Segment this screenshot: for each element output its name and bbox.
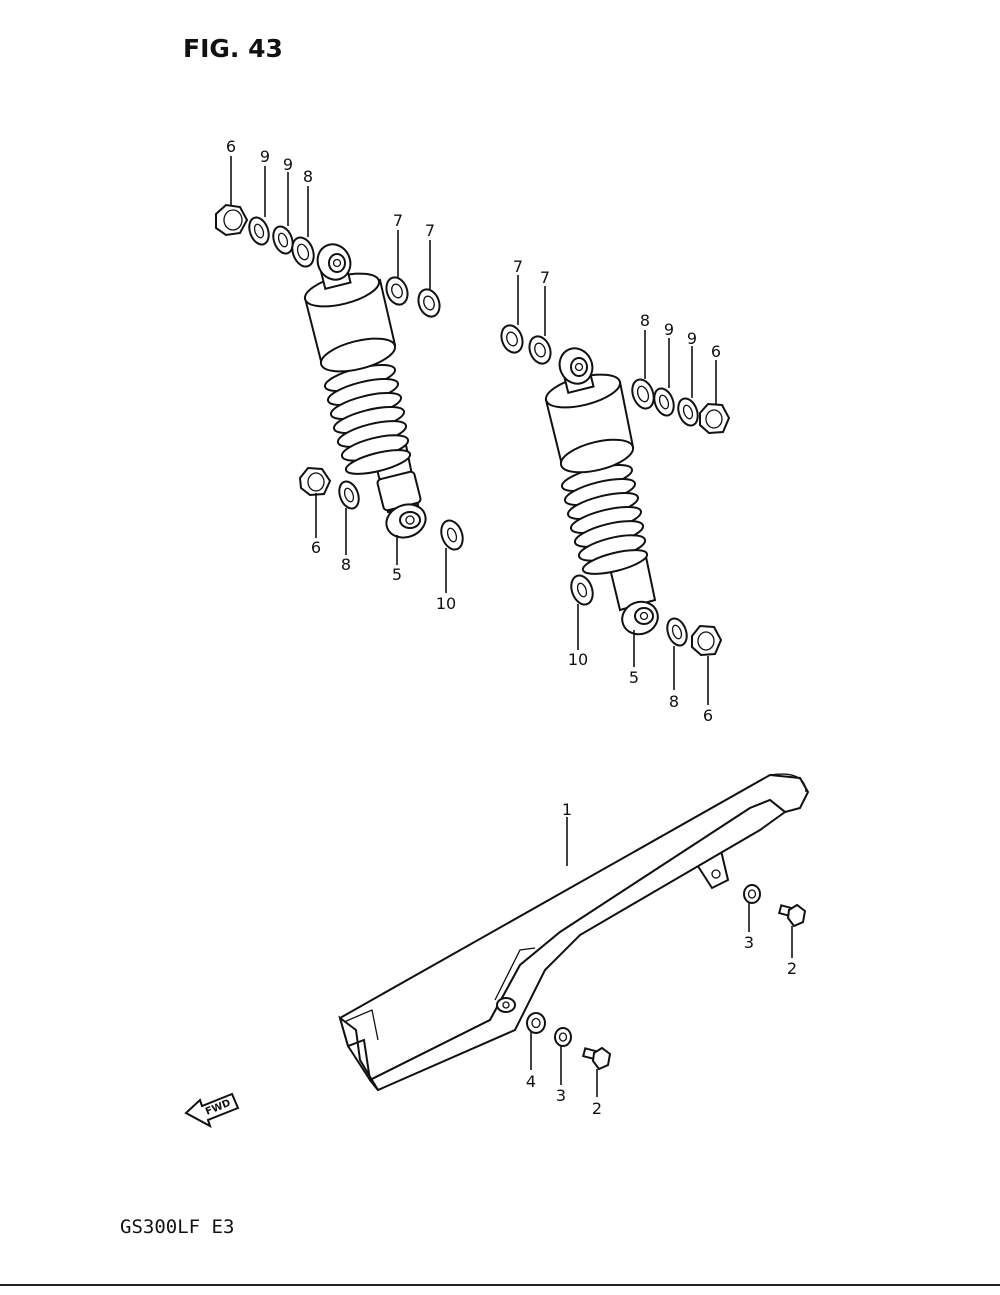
callout-leaders	[230, 156, 793, 1097]
callout-r-bottom-washer-8: 8	[669, 692, 679, 711]
callout-l-washer-10: 10	[436, 594, 456, 613]
left-top-washer-9a	[248, 216, 270, 246]
right-top-washer-8	[631, 378, 655, 410]
callout-r-shock-5: 5	[629, 668, 639, 687]
left-washer-10	[440, 519, 464, 551]
callout-l-washer-8: 8	[303, 167, 313, 186]
fwd-arrow-icon: FWD	[184, 1092, 240, 1129]
right-nut-3	[743, 884, 761, 904]
left-shock-absorber	[303, 243, 427, 539]
left-shock-spring	[323, 363, 412, 475]
right-bottom-washer-8	[666, 617, 688, 647]
right-washer-10	[570, 574, 594, 606]
callout-l-washer-7a: 7	[393, 211, 403, 230]
bottom-nut-3	[554, 1027, 572, 1047]
callout-r-washer-7b: 7	[540, 268, 550, 287]
right-bolt-2	[777, 903, 807, 928]
callout-l-washer-9b: 9	[283, 155, 293, 174]
callout-l-nut-6: 6	[226, 137, 236, 156]
callout-l-bottom-washer-8: 8	[341, 555, 351, 574]
left-top-washer-9b	[272, 225, 294, 255]
right-shock-spring	[560, 463, 649, 575]
callout-r-nut-3: 3	[744, 933, 754, 952]
bottom-washer-4	[526, 1012, 546, 1034]
callout-r-bolt-2: 2	[787, 959, 797, 978]
right-shock-absorber	[544, 347, 659, 636]
page-bottom-rule	[0, 1284, 1000, 1286]
callout-r-washer-9a: 9	[664, 320, 674, 339]
left-top-washer-8	[291, 236, 315, 268]
callout-numbers: 6 9 9 8 7 7 6 8 5 10 7 7 8 9 9 6 10 5 8 …	[226, 137, 797, 1118]
model-code: GS300LF E3	[120, 1216, 235, 1238]
callout-r-washer-9b: 9	[687, 329, 697, 348]
bottom-bolt-2	[581, 1046, 612, 1071]
left-bottom-washer-8	[338, 480, 360, 510]
callout-l-bottom-nut-6: 6	[311, 538, 321, 557]
callout-l-shock-5: 5	[392, 565, 402, 584]
callout-chain-case-1: 1	[562, 800, 572, 819]
right-washer-7b	[528, 335, 552, 365]
callout-r-bottom-nut-6: 6	[703, 706, 713, 725]
figure-title: FIG. 43	[183, 34, 283, 63]
callout-b-nut-3: 3	[556, 1086, 566, 1105]
left-bottom-nut	[298, 466, 332, 497]
right-top-nut	[699, 402, 731, 435]
callout-r-nut-6: 6	[711, 342, 721, 361]
callout-b-washer-4: 4	[526, 1072, 536, 1091]
left-washer-7b	[417, 288, 441, 318]
callout-r-washer-10: 10	[568, 650, 588, 669]
right-top-washer-9b	[677, 397, 699, 427]
callout-r-washer-7a: 7	[513, 257, 523, 276]
callout-b-bolt-2: 2	[592, 1099, 602, 1118]
left-washer-7a	[385, 276, 409, 306]
right-top-washer-9a	[653, 387, 675, 417]
right-washer-7a	[500, 324, 524, 354]
callout-r-washer-8: 8	[640, 311, 650, 330]
right-bottom-nut	[691, 624, 723, 657]
chain-case	[338, 773, 810, 1092]
left-top-nut	[215, 203, 249, 237]
callout-l-washer-9a: 9	[260, 147, 270, 166]
callout-l-washer-7b: 7	[425, 221, 435, 240]
